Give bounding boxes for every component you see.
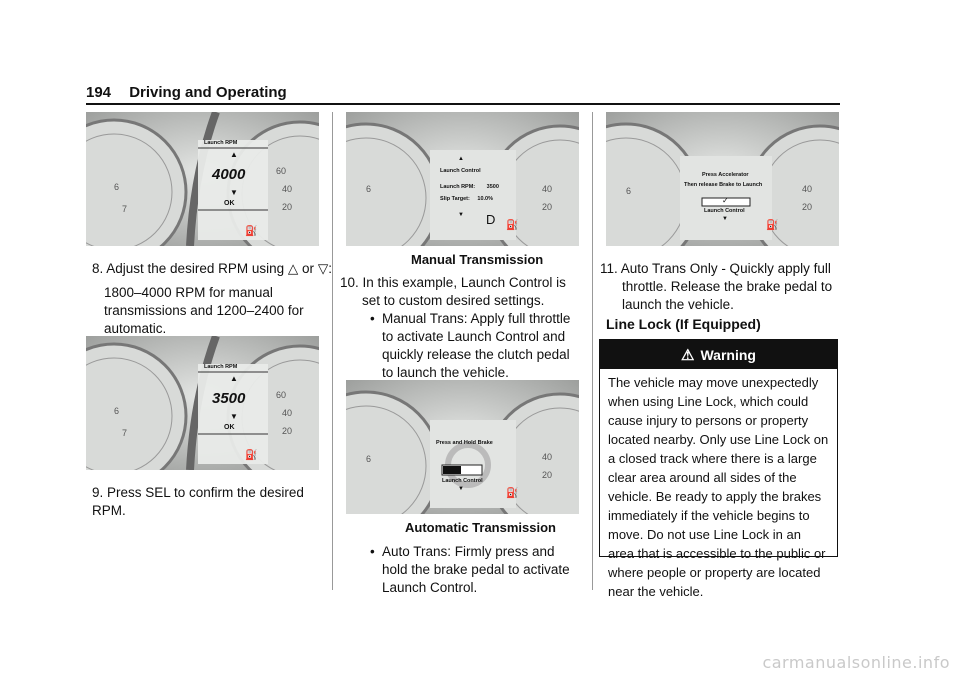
svg-text:6: 6 bbox=[626, 186, 631, 196]
press-accelerator-label: Press Accelerator bbox=[702, 172, 749, 178]
up-arrow-icon: ▲ bbox=[230, 150, 238, 159]
launch-control-label: Launch Control bbox=[704, 208, 745, 214]
cluster-image-launch-rpm-3500: 6 7 40 20 60 ⛽ Launch RPM ▲ 3500 ▼ OK bbox=[86, 336, 319, 470]
svg-text:40: 40 bbox=[542, 184, 552, 194]
up-arrow-icon: △ bbox=[287, 261, 299, 276]
svg-text:⛽: ⛽ bbox=[506, 218, 518, 231]
down-arrow-icon: ▼ bbox=[458, 486, 464, 492]
up-arrow-icon: ▲ bbox=[230, 374, 238, 383]
release-brake-label: Then release Brake to Launch bbox=[684, 182, 763, 188]
down-arrow-icon: ▼ bbox=[722, 216, 728, 222]
step-8-detail: 1800–4000 RPM for manual transmissions a… bbox=[104, 285, 304, 336]
launch-rpm-label: Launch RPM: bbox=[440, 184, 476, 190]
step-8-text: 8. Adjust the desired RPM using bbox=[92, 261, 285, 276]
slip-target-row: Slip Target: 10.0% bbox=[440, 196, 493, 202]
page-number: 194 bbox=[86, 84, 112, 101]
page-title: Driving and Operating bbox=[129, 84, 287, 101]
down-arrow-icon: ▼ bbox=[230, 412, 238, 421]
svg-text:6: 6 bbox=[366, 454, 371, 464]
svg-text:7: 7 bbox=[122, 204, 127, 214]
watermark: carmanualsonline.info bbox=[762, 653, 950, 672]
down-arrow-icon: ▽ bbox=[317, 261, 329, 276]
warning-title: Warning bbox=[700, 346, 756, 363]
bullet-manual-trans: Manual Trans: Apply full throttle to act… bbox=[370, 310, 580, 382]
cluster-image-automatic-transmission: 6 40 20 ⛽ Press and Hold Brake Launch Co… bbox=[346, 380, 579, 514]
svg-text:20: 20 bbox=[542, 470, 552, 480]
header-rule bbox=[86, 103, 840, 105]
rpm-value: 3500 bbox=[212, 390, 246, 407]
svg-text:40: 40 bbox=[802, 184, 812, 194]
check-icon: ✓ bbox=[722, 196, 729, 205]
svg-text:60: 60 bbox=[276, 390, 286, 400]
launch-control-title: Launch Control bbox=[440, 168, 481, 174]
svg-text:⛽: ⛽ bbox=[245, 448, 257, 461]
svg-text:⛽: ⛽ bbox=[766, 218, 778, 231]
warning-text: The vehicle may move unexpectedly when u… bbox=[608, 375, 829, 599]
launch-control-label: Launch Control bbox=[442, 478, 483, 484]
step-8-colon: : bbox=[328, 261, 332, 276]
slip-target-label: Slip Target: bbox=[440, 196, 470, 202]
step-8-or: or bbox=[302, 261, 315, 276]
down-arrow-icon: ▼ bbox=[458, 212, 464, 218]
svg-text:6: 6 bbox=[114, 406, 119, 416]
caption-manual-transmission: Manual Transmission bbox=[411, 252, 544, 267]
warning-box: ⚠ Warning The vehicle may move unexpecte… bbox=[599, 339, 838, 599]
down-arrow-icon: ▼ bbox=[230, 188, 238, 197]
step-9: 9. Press SEL to confirm the desired RPM. bbox=[92, 485, 304, 518]
ok-label: OK bbox=[224, 424, 235, 431]
column-divider-2 bbox=[592, 112, 593, 590]
bullet-auto-trans: Auto Trans: Firmly press and hold the br… bbox=[370, 543, 580, 597]
svg-text:6: 6 bbox=[366, 184, 371, 194]
launch-rpm-value: 3500 bbox=[486, 184, 499, 190]
svg-text:⛽: ⛽ bbox=[245, 224, 257, 237]
warning-triangle-icon: ⚠ bbox=[681, 346, 695, 364]
warning-header: ⚠ Warning bbox=[600, 340, 837, 369]
step-10: 10. In this example, Launch Control is s… bbox=[340, 275, 566, 308]
step-11: 11. Auto Trans Only - Quickly apply full… bbox=[600, 261, 833, 312]
up-arrow-icon: ▲ bbox=[458, 156, 464, 162]
svg-text:20: 20 bbox=[282, 202, 292, 212]
page-header: 194 Driving and Operating bbox=[86, 84, 287, 101]
press-hold-brake-label: Press and Hold Brake bbox=[436, 440, 493, 446]
svg-text:20: 20 bbox=[802, 202, 812, 212]
svg-text:20: 20 bbox=[542, 202, 552, 212]
svg-text:⛽: ⛽ bbox=[506, 486, 518, 499]
cluster-image-launch-rpm-4000: 6 7 40 20 60 ⛽ Launch RPM ▲ 4000 ▼ OK bbox=[86, 112, 319, 246]
rpm-value: 4000 bbox=[212, 166, 246, 183]
caption-automatic-transmission: Automatic Transmission bbox=[405, 520, 556, 535]
svg-text:60: 60 bbox=[276, 166, 286, 176]
slip-target-value: 10.0% bbox=[477, 196, 493, 202]
cluster-image-manual-transmission: 6 40 20 ⛽ ▲ Launch Control Launch RPM: 3… bbox=[346, 112, 579, 246]
column-divider-1 bbox=[332, 112, 333, 590]
launch-rpm-row: Launch RPM: 3500 bbox=[440, 184, 499, 190]
svg-text:40: 40 bbox=[542, 452, 552, 462]
svg-text:6: 6 bbox=[114, 182, 119, 192]
svg-text:40: 40 bbox=[282, 184, 292, 194]
menu-label: Launch RPM bbox=[204, 140, 238, 146]
svg-text:7: 7 bbox=[122, 428, 127, 438]
menu-label: Launch RPM bbox=[204, 364, 238, 370]
section-title-line-lock: Line Lock (If Equipped) bbox=[606, 316, 761, 332]
ok-label: OK bbox=[224, 200, 235, 207]
svg-text:40: 40 bbox=[282, 408, 292, 418]
svg-text:20: 20 bbox=[282, 426, 292, 436]
step-8: 8. Adjust the desired RPM using △ or ▽: bbox=[92, 260, 332, 278]
gear-indicator: D bbox=[486, 212, 496, 227]
cluster-image-press-accelerator: 6 40 20 ⛽ Press Accelerator Then release… bbox=[606, 112, 839, 246]
